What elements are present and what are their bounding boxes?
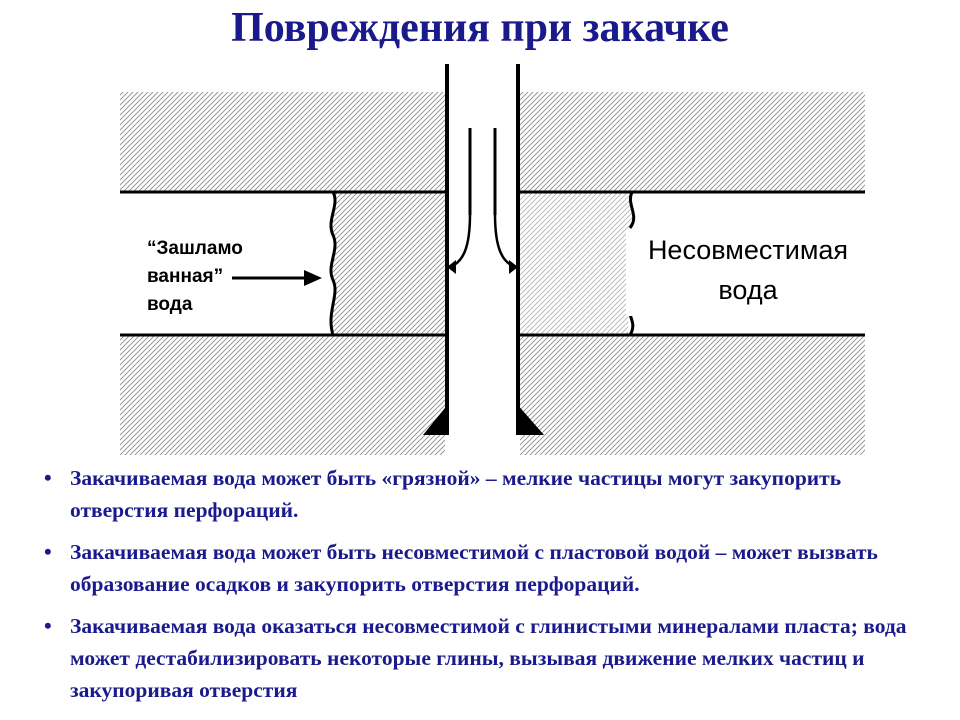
arrow-left-head — [304, 270, 322, 286]
flow-line-left — [449, 213, 472, 269]
upper-formation — [120, 92, 445, 192]
flow-arrow-left — [447, 260, 456, 274]
damaged-zone-right — [520, 192, 634, 335]
upper-formation — [520, 92, 865, 192]
slide-title: Повреждения при закачке — [231, 5, 729, 51]
label-line: вода — [718, 275, 778, 305]
damaged-zone-left — [330, 192, 445, 335]
bullet-text: Закачиваемая вода оказаться несовместимо… — [70, 614, 907, 702]
bullet-text: Закачиваемая вода может быть «грязной» –… — [70, 466, 842, 522]
bullet-dot-icon: • — [44, 613, 52, 638]
flow-arrow-right — [509, 260, 518, 274]
bullet-list: • Закачиваемая вода может быть «грязной»… — [44, 462, 944, 716]
bullet-dot-icon: • — [44, 539, 52, 564]
lower-formation — [120, 335, 445, 455]
flow-line-right — [493, 213, 516, 269]
label-line: ванная” — [147, 266, 224, 287]
lower-formation — [520, 335, 865, 455]
label-sludged-water: “Зашламо ванная” вода — [147, 235, 262, 319]
label-incompatible-water: Несовместимая вода — [626, 230, 870, 316]
packer-right — [516, 403, 544, 435]
label-line: “Зашламо — [147, 238, 243, 259]
label-line: Несовместимая — [647, 235, 849, 265]
bullet-dot-icon: • — [44, 465, 52, 490]
wellbore-injection-diagram — [120, 64, 865, 455]
bullet-item: • Закачиваемая вода может быть несовмест… — [44, 536, 944, 600]
packer-left — [423, 403, 449, 435]
label-line: вода — [147, 294, 193, 315]
bullet-text: Закачиваемая вода может быть несовместим… — [70, 540, 878, 596]
bullet-item: • Закачиваемая вода может быть «грязной»… — [44, 462, 944, 526]
damage-front-left — [329, 191, 337, 336]
bullet-item: • Закачиваемая вода оказаться несовмести… — [44, 610, 944, 706]
